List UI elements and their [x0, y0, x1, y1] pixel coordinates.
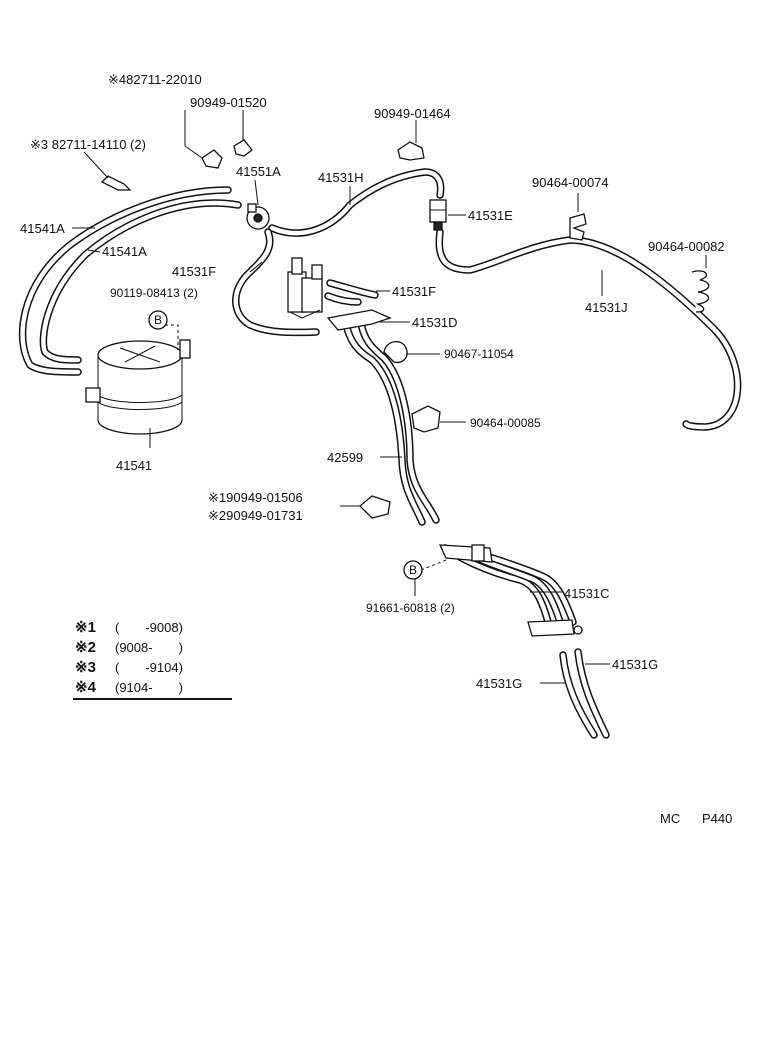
label-41551a: 41551A: [236, 164, 281, 179]
label-41531f-upper: 41531F: [392, 284, 436, 299]
hose-41531f-loop-inner: [233, 229, 319, 335]
label-41531j: 41531J: [585, 300, 628, 315]
bolt-ref-1-label: B: [154, 313, 162, 327]
clip-82711-22010-icon: [201, 149, 223, 169]
hose-41531j-inner: [437, 229, 740, 430]
label-90464-00082: 90464-00082: [648, 239, 725, 254]
part-labels: ※482711-22010 90949-01520 90949-01464 ※3…: [20, 72, 725, 691]
bolt-ref-2: B: [403, 560, 423, 580]
label-42599: 42599: [327, 450, 363, 465]
label-41531f-loop: 41531F: [172, 264, 216, 279]
hose-41531j: [435, 228, 742, 431]
clip-90949-01464-icon: [397, 141, 425, 161]
label-41531d: 41531D: [412, 315, 458, 330]
bracket-41531d: [326, 309, 392, 331]
label-90464-00085: 90464-00085: [470, 416, 541, 430]
label-41541a-outer: 41541A: [20, 221, 65, 236]
hose-41541a-inner: [39, 199, 242, 364]
clip-90467-11054-icon: [383, 341, 408, 364]
footer-codes: MC P440: [660, 811, 732, 826]
legend-range-2: (9008- ): [115, 640, 183, 655]
hose-41531g-right-inner: [575, 649, 609, 738]
label-41531g-right: 41531G: [612, 657, 658, 672]
hose-41531f-short-2-inner: [325, 293, 361, 305]
label-41531c: 41531C: [564, 586, 610, 601]
label-41531h: 41531H: [318, 170, 364, 185]
clip-90949-01506-icon: [359, 495, 391, 519]
legend: ※1 ( -9008) ※2 (9008- ) ※3 ( -9104) ※4 (…: [73, 619, 232, 700]
hose-41541a-inner-inner: [41, 200, 241, 363]
bolt-41531c: [573, 625, 583, 635]
hoses: [18, 168, 742, 739]
label-41531e: 41531E: [468, 208, 513, 223]
bracket-41531c-lower: [527, 619, 575, 637]
clips: [100, 139, 710, 519]
label-91661-60818: 91661-60818 (2): [366, 601, 455, 615]
legend-mark-4: ※4: [75, 679, 97, 696]
label-90949-01731: ※290949-01731: [208, 508, 303, 523]
label-82711-14110: ※3 82711-14110 (2): [30, 137, 146, 152]
hose-41531f-short-inner: [327, 280, 378, 298]
vsv-valve: [246, 203, 270, 230]
label-90464-00074: 90464-00074: [532, 175, 609, 190]
hose-41531g-left-inner: [560, 652, 597, 738]
label-41531g-left: 41531G: [476, 676, 522, 691]
valve-block: [287, 257, 323, 319]
charcoal-canister: [85, 339, 191, 435]
clip-90949-01520-icon: [233, 139, 253, 157]
footer-page: P440: [702, 811, 732, 826]
valve-41531e: [429, 199, 447, 231]
label-82711-22010: ※482711-22010: [108, 72, 202, 87]
hose-41531h-inner: [269, 169, 443, 236]
pipe-41531c-c-inner: [472, 549, 576, 625]
label-41541a-inner: 41541A: [102, 244, 147, 259]
bolt-ref-1: B: [148, 310, 168, 330]
clip-82711-14110-icon: [100, 175, 132, 191]
label-41541: 41541: [116, 458, 152, 473]
label-90949-01464: 90949-01464: [374, 106, 451, 121]
leader-lines: [72, 110, 707, 684]
label-90467-11054: 90467-11054: [444, 347, 514, 361]
label-90949-01520: 90949-01520: [190, 95, 267, 110]
pipe-42599-b-inner: [357, 315, 439, 523]
legend-range-1: ( -9008): [115, 620, 183, 635]
pipe-42599-a-inner: [342, 317, 425, 525]
legend-mark-1: ※1: [75, 619, 96, 636]
clip-90464-00074-icon: [569, 213, 587, 241]
clip-90464-00085-icon: [411, 405, 441, 433]
label-90119-08413: 90119-08413 (2): [110, 286, 198, 300]
legend-range-3: ( -9104): [115, 660, 183, 675]
components: [85, 199, 583, 637]
label-90949-01506: ※190949-01506: [208, 490, 303, 505]
bracket-41531c-tab: [471, 544, 485, 562]
clip-90464-00082-icon: [691, 270, 710, 313]
hose-41541a-outer-inner: [20, 187, 231, 375]
bolt-ref-2-label: B: [409, 563, 417, 577]
footer-mc: MC: [660, 811, 680, 826]
legend-mark-2: ※2: [75, 639, 96, 656]
legend-mark-3: ※3: [75, 659, 96, 676]
legend-range-4: (9104- ): [115, 680, 183, 695]
